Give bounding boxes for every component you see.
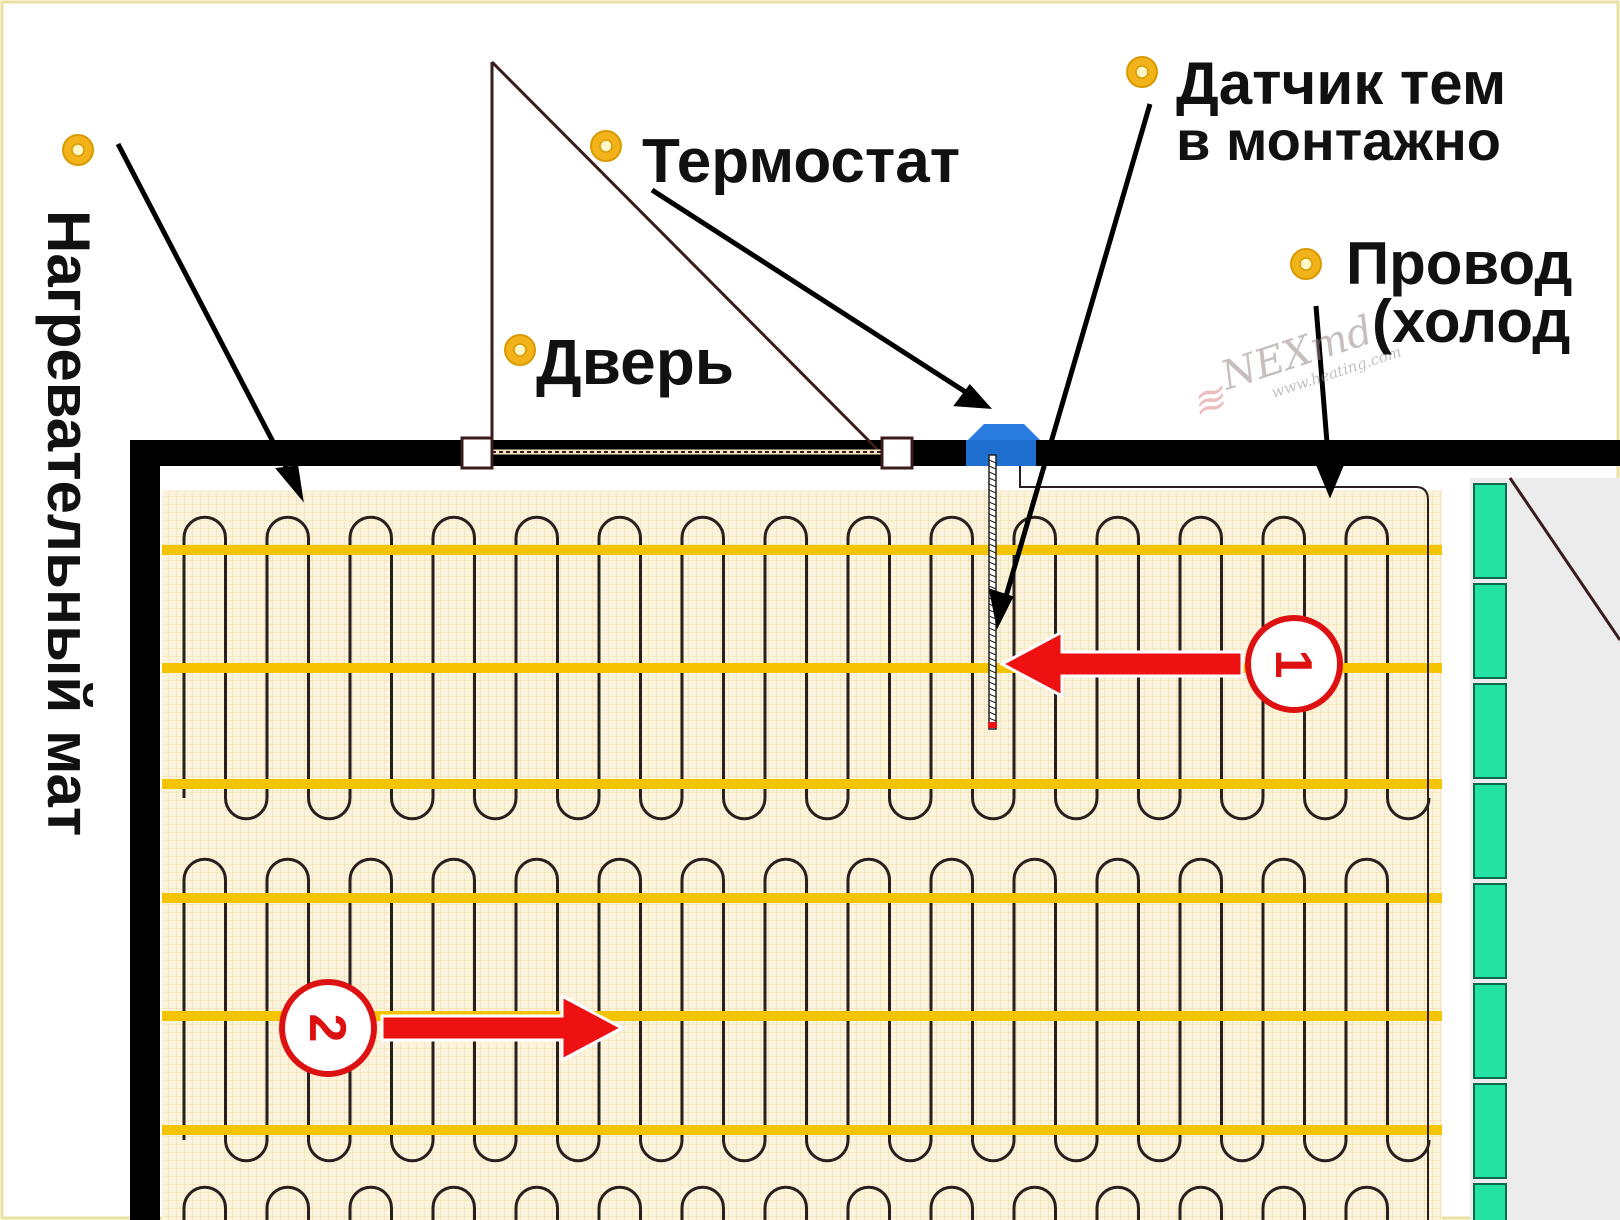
label-heating-mat: Нагревательный мат: [35, 210, 102, 836]
door: [460, 60, 914, 470]
wall-tile: [1473, 683, 1507, 779]
marker-1-circle: [1245, 615, 1343, 713]
mat-tape: [162, 1125, 1442, 1135]
label-sensor-line1: Датчик тем: [1176, 50, 1506, 117]
label-wire-line1: Провод: [1346, 230, 1572, 297]
pointer-sensor-head: [988, 588, 1014, 630]
label-thermostat: Термостат: [642, 127, 960, 196]
pointer-arrows: [115, 103, 1344, 630]
heating-mat: [162, 490, 1442, 1220]
marker-1-label: 1: [1264, 650, 1322, 679]
red-arrow-icon: 1: [998, 615, 1343, 713]
pointer-thermostat: [650, 187, 980, 403]
heating-cable: [182, 515, 1431, 1220]
cable-section-3: [182, 1185, 1389, 1220]
mat-tape: [162, 663, 1442, 673]
adjacent-door-line: [1508, 477, 1620, 641]
label-sensor-line2: в монтажно: [1176, 109, 1501, 172]
red-arrow-icon: 2: [279, 979, 626, 1077]
mat-tape: [162, 893, 1442, 903]
yellow-ring-bullet-icon: [1290, 248, 1322, 280]
marker-2-label: 2: [298, 1014, 356, 1043]
mat-tape: [162, 545, 1442, 555]
yellow-ring-bullet-icon: [590, 130, 622, 162]
thermostat-box-icon: [966, 424, 1040, 466]
wall-tile: [1473, 1083, 1507, 1179]
mat-tapes: [162, 545, 1442, 1135]
marker-2-circle: [279, 979, 377, 1077]
pointer-heating-mat: [115, 142, 299, 488]
wall-tile: [1473, 883, 1507, 979]
cable-section-2: [182, 857, 1431, 1163]
label-wire-line2: (холод: [1372, 288, 1570, 355]
label-door: Дверь: [536, 326, 734, 398]
yellow-ring-bullet-icon: [62, 134, 94, 166]
wall-tile: [1473, 583, 1507, 679]
yellow-ring-bullet-icon: [1126, 56, 1158, 88]
pointer-wire-head: [1316, 465, 1344, 499]
sensor-tip: [988, 722, 997, 728]
mat-tape: [162, 1011, 1442, 1021]
cold-wire: [1019, 462, 1429, 1220]
door-hinge-right: [880, 436, 914, 470]
wall-tile: [1473, 483, 1507, 579]
watermark-logo: ≋ NEXmd www.heating.com: [1185, 307, 1404, 428]
mat-tape: [162, 779, 1442, 789]
wall-tiles: [1473, 483, 1507, 1220]
pointer-sensor: [999, 103, 1153, 611]
pointer-thermostat-head: [953, 384, 992, 409]
door-hinge-left: [460, 436, 494, 470]
wall-tile: [1473, 983, 1507, 1079]
pointer-wire: [1313, 305, 1333, 481]
wall-tile: [1473, 1183, 1507, 1220]
wall-tile: [1473, 783, 1507, 879]
yellow-ring-bullet-icon: [504, 334, 536, 366]
cable-section-1: [182, 515, 1431, 821]
pointer-heating-mat-head: [275, 465, 304, 503]
left-wall: [130, 440, 160, 1220]
bullets: [62, 56, 1322, 366]
